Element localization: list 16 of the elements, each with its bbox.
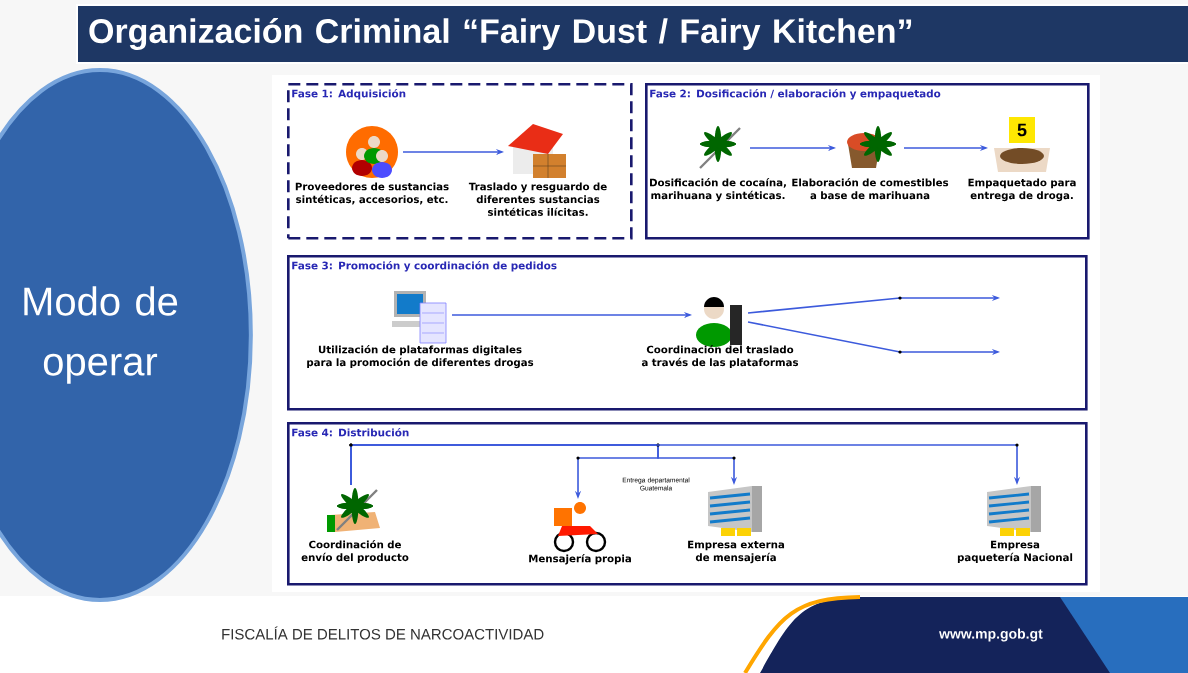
step-label: Coordinación del traslado a través de las plataformas (641, 345, 799, 369)
step-label: Coordinación de envío del producto (301, 540, 409, 564)
step-label: Elaboración de comestibles a base de marihuana (792, 178, 949, 200)
footer-text: FISCALÍA DE DELITOS DE NARCOACTIVIDAD (222, 626, 544, 640)
step-label: Utilización de plataformas digitales para la promoción de diferentes drogas (307, 345, 534, 369)
website-address: www.mp.gob.gt (939, 628, 1043, 642)
step-label: Dosificación de cocaína, marihuana y sintéticas. (650, 178, 786, 202)
step-label: Traslado y resguardo de diferentes sustancias sintéticas ilícitas. (468, 182, 607, 216)
step-label: Proveedores de sustancias sintéticas, accesorios, etc. (295, 182, 449, 205)
arrow (349, 443, 1021, 486)
step-label: Mensajería propia (529, 554, 631, 565)
evidence-box-drawing: 5 (994, 117, 1050, 172)
step-label: Empresa externa de mensajería (688, 540, 785, 564)
title-bar: Organización Criminal “Fairy Dust / Fairy Kitchen” (76, 4, 1188, 64)
step-label: Empaquetado para entrega de droga. (968, 178, 1076, 202)
step-label: Empresa paquetería Nacional (957, 540, 1073, 564)
